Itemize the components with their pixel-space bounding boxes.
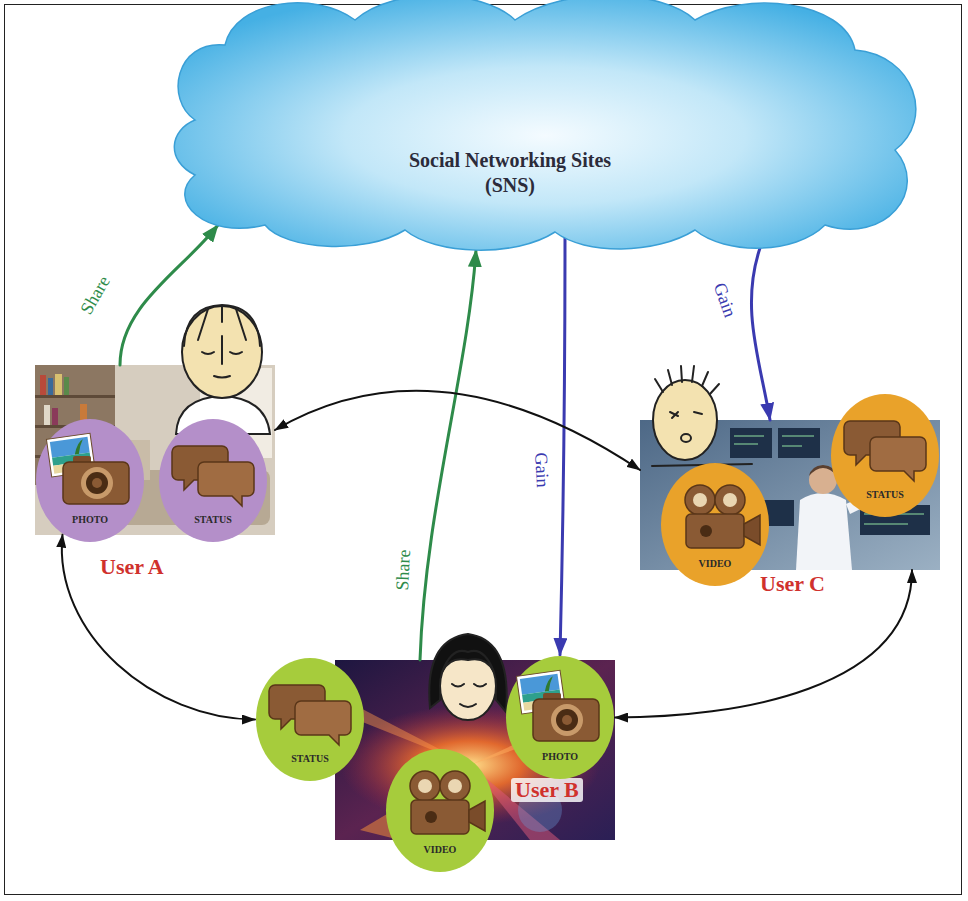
edge-label-holder: Gain: [711, 280, 740, 319]
media-circle: STATUS: [158, 418, 268, 543]
media-label: STATUS: [194, 514, 231, 525]
circle-outline: [831, 394, 939, 517]
media-circle: STATUS: [255, 657, 365, 782]
media-label: VIDEO: [424, 844, 457, 855]
media-circle: VIDEO: [660, 462, 770, 587]
cloud-title: Social Networking Sites (SNS): [385, 148, 635, 198]
media-label: PHOTO: [72, 514, 108, 525]
user-name: User C: [760, 572, 825, 596]
connector: [275, 391, 640, 470]
user-name: User A: [100, 555, 164, 579]
user-b-figure: [429, 634, 506, 720]
edge-label-holder: Share: [77, 273, 113, 317]
circle-outline: [386, 749, 494, 872]
media-label: STATUS: [866, 489, 903, 500]
user-panel: User CVIDEOSTATUS: [640, 420, 940, 570]
media-icon: [516, 670, 599, 741]
circle-outline: [159, 419, 267, 542]
connector: [62, 535, 255, 720]
circle-outline: [661, 463, 769, 586]
media-circle: PHOTO: [505, 655, 615, 780]
media-label: STATUS: [291, 753, 328, 764]
edge-label-holder: Gain: [532, 452, 552, 488]
media-circle: PHOTO: [35, 418, 145, 543]
user-panel: User APHOTOSTATUS: [35, 365, 275, 535]
circle-outline: [506, 656, 614, 779]
connector: [420, 250, 476, 660]
user-name: User B: [511, 778, 583, 802]
edge-label: Gain: [711, 280, 740, 319]
connector: [615, 570, 912, 718]
user-a-figure: [176, 305, 270, 434]
user-panel: User BSTATUSVIDEOPHOTO: [335, 660, 615, 840]
media-icon: [410, 771, 485, 834]
media-icon: [269, 685, 351, 745]
edge-label: Share: [393, 549, 413, 591]
media-circle: VIDEO: [385, 748, 495, 873]
edge-label-holder: Share: [393, 549, 413, 591]
edge-label: Share: [77, 273, 113, 317]
media-label: PHOTO: [542, 751, 578, 762]
media-label: VIDEO: [699, 558, 732, 569]
cloud-shape: [165, 0, 925, 255]
circle-outline: [36, 419, 144, 542]
cloud-outline: [174, 0, 915, 250]
media-circle: STATUS: [830, 393, 940, 518]
media-icon: [685, 485, 760, 548]
edge-label: Gain: [532, 452, 552, 488]
user-c-figure: [652, 366, 752, 466]
connector: [560, 238, 565, 655]
media-icon: [844, 421, 926, 481]
media-icon: [46, 433, 129, 504]
media-icon: [172, 446, 254, 506]
connector: [751, 248, 770, 420]
connector: [120, 225, 218, 365]
circle-outline: [256, 658, 364, 781]
cloud-node: Social Networking Sites (SNS): [165, 0, 925, 255]
